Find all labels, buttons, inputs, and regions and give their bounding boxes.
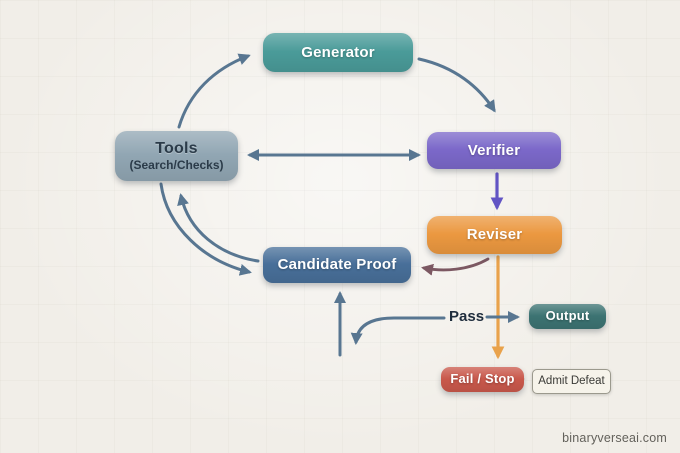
node-output-label: Output: [545, 308, 590, 324]
watermark-text: binaryverseai.com: [562, 431, 667, 445]
node-admit-defeat: Admit Defeat: [532, 369, 611, 394]
node-reviser: Reviser: [427, 216, 562, 254]
node-admit-defeat-label: Admit Defeat: [538, 374, 605, 387]
edge-tools-to-candidate-proof: [159, 182, 252, 276]
node-generator-label: Generator: [301, 43, 375, 61]
edge-label-pass: Pass: [449, 308, 485, 325]
node-generator: Generator: [263, 33, 413, 72]
node-fail-stop-label: Fail / Stop: [450, 371, 515, 387]
node-fail-stop: Fail / Stop: [441, 367, 524, 392]
node-tools: Tools (Search/Checks): [115, 131, 238, 181]
node-candidate-proof: Candidate Proof: [263, 247, 411, 283]
node-tools-label: Tools: [155, 140, 198, 158]
node-output: Output: [529, 304, 606, 329]
edge-generator-to-verifier: [417, 57, 496, 113]
node-candidate-proof-label: Candidate Proof: [277, 256, 397, 274]
edge-candidate-proof-to-tools: [177, 193, 260, 263]
edge-reviser-to-candidate-proof: [421, 257, 490, 276]
node-verifier-label: Verifier: [467, 141, 521, 159]
node-reviser-label: Reviser: [466, 226, 523, 244]
node-tools-sublabel: (Search/Checks): [129, 157, 224, 172]
edge-tools-to-generator: [177, 53, 251, 129]
node-verifier: Verifier: [427, 132, 561, 169]
edge-pass-loop-down: [350, 316, 446, 345]
